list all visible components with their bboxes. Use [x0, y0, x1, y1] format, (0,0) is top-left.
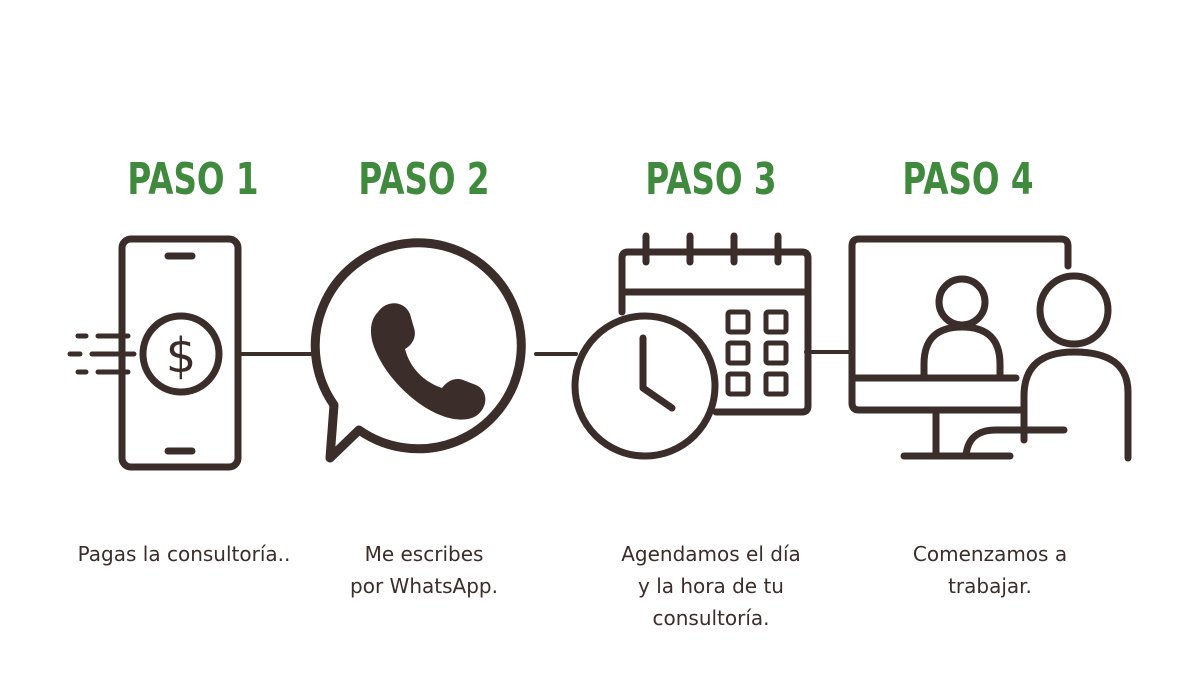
- person-front-arm: [962, 426, 1068, 460]
- monitor-frame: [848, 235, 1072, 414]
- motion-lines: [67, 333, 137, 375]
- person-on-screen-head: [935, 275, 989, 329]
- step-3-title: PASO 3: [645, 154, 777, 205]
- step-2-title: PASO 2: [358, 154, 490, 205]
- calendar-clock-icon: [571, 232, 812, 460]
- video-call-icon: [848, 235, 1132, 462]
- person-front-head: [1036, 272, 1112, 348]
- connector-lines: [238, 350, 852, 356]
- step-4-description: Comenzamos a trabajar.: [912, 542, 1068, 598]
- step-4-title: PASO 4: [902, 154, 1034, 205]
- whatsapp-icon: [310, 238, 526, 463]
- calendar-frame: [618, 248, 812, 416]
- step-3-description: Agendamos el día y la hora de tu consult…: [621, 542, 801, 630]
- clock-hands: [639, 334, 676, 412]
- dollar-sign-icon: $: [166, 328, 197, 384]
- person-on-screen-body: [920, 323, 1004, 380]
- step-1-title: PASO 1: [127, 154, 259, 205]
- calendar-day-grid: [725, 309, 789, 397]
- phone-payment-icon: $: [67, 235, 242, 471]
- chat-bubble: [310, 238, 526, 463]
- step-2-description: Me escribes por WhatsApp.: [350, 542, 498, 598]
- step-1-description: Pagas la consultoría..: [77, 542, 291, 566]
- phone-handset-icon: [370, 303, 486, 420]
- coin: [139, 312, 223, 396]
- person-front-body: [1020, 348, 1132, 462]
- calendar-rings: [642, 232, 782, 266]
